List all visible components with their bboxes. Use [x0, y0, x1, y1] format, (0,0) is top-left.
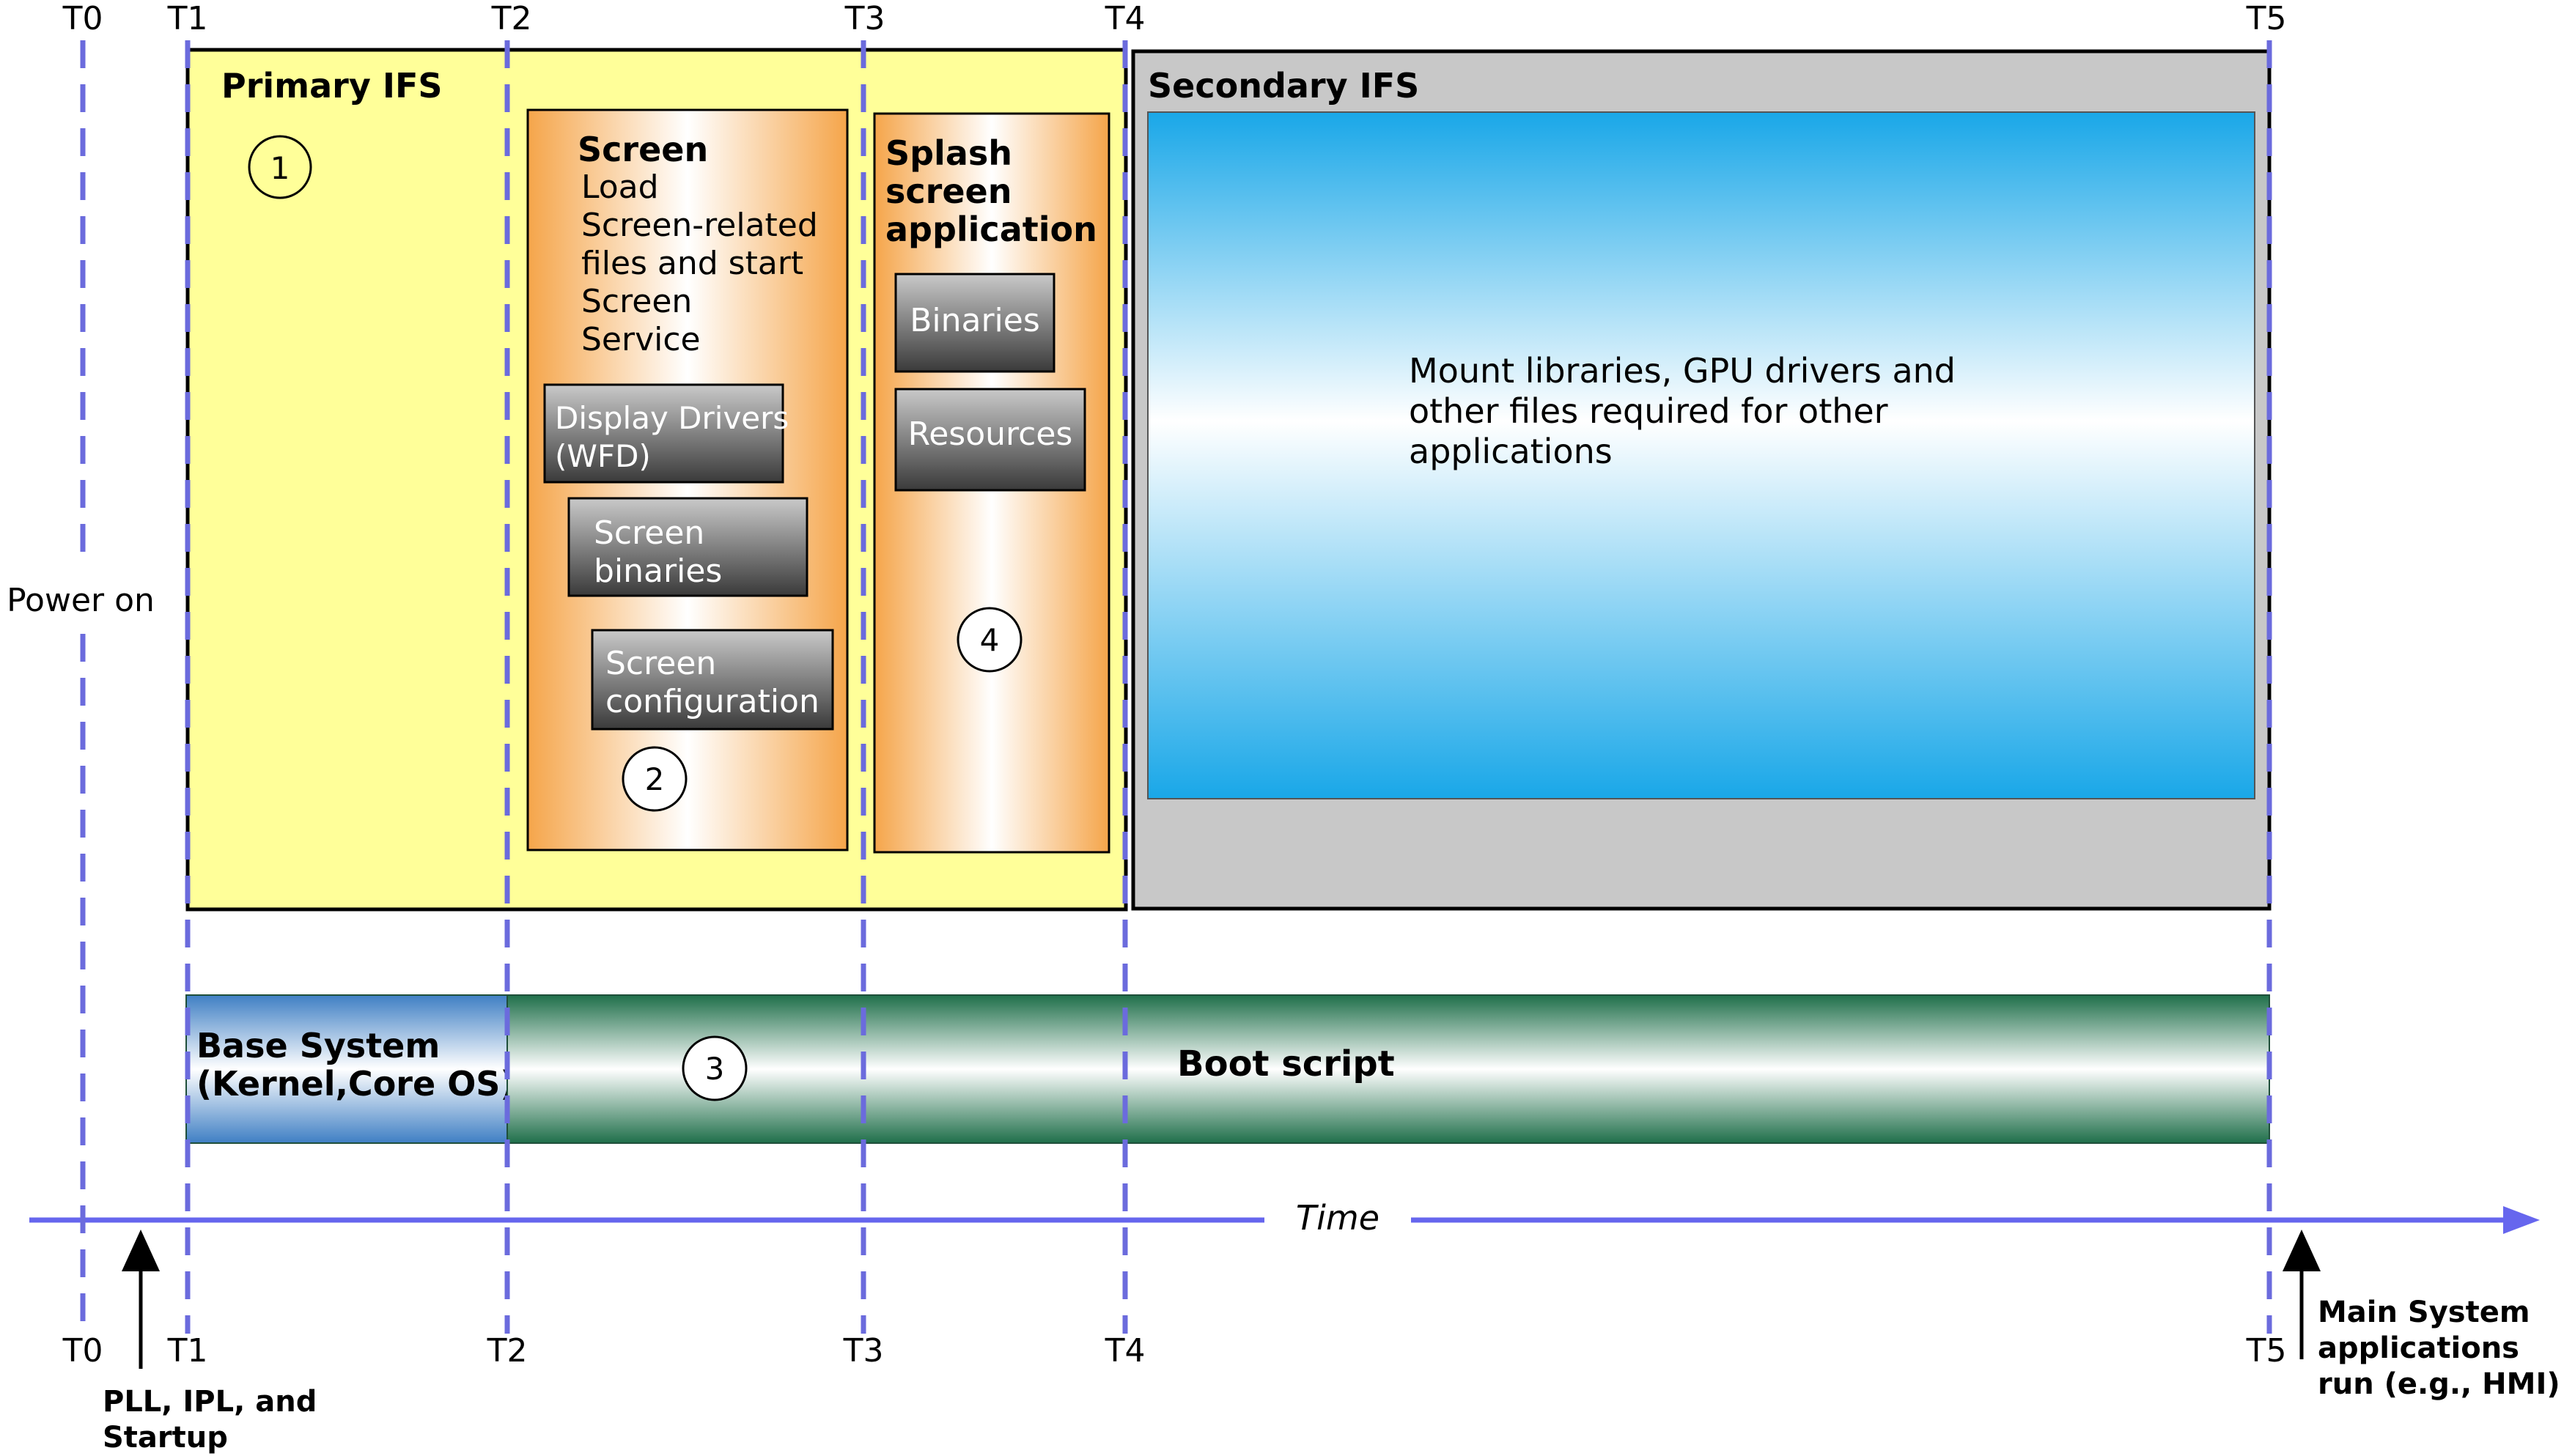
- time-label-t4-bottom: T4: [1105, 1332, 1146, 1370]
- secondary-desc-line: Mount libraries, GPU drivers and: [1409, 351, 1956, 391]
- step-3-circle: [682, 1035, 748, 1101]
- power-on-label: Power on: [7, 582, 155, 619]
- splash-binaries-box: [894, 273, 1056, 373]
- screen-desc-line: Service: [581, 321, 701, 358]
- step-2-label: 2: [645, 761, 665, 797]
- main-arrow-head: [2283, 1230, 2321, 1271]
- time-label-t1-top: T1: [167, 0, 208, 37]
- main-system-note: Main System applications run (e.g., HMI): [2318, 1296, 2560, 1401]
- pll-note-line: Startup: [103, 1421, 228, 1455]
- pll-arrow-head: [122, 1230, 160, 1271]
- step-4-label: 4: [980, 622, 1000, 658]
- secondary-content-panel: [1147, 111, 2255, 799]
- pll-note: PLL, IPL, and Startup: [103, 1385, 327, 1455]
- boot-script-bar: [506, 994, 2270, 1144]
- step-1-label: 1: [270, 150, 290, 186]
- screen-description: Load Screen-related files and start Scre…: [581, 169, 828, 358]
- time-label-t1-bottom: T1: [167, 1332, 208, 1370]
- time-label-t2-bottom: T2: [487, 1332, 528, 1370]
- splash-title-line: Splash: [885, 133, 1012, 173]
- base-system-line: Base System: [196, 1026, 440, 1065]
- step-2-circle: [622, 746, 688, 812]
- time-axis-arrowhead: [2503, 1206, 2540, 1234]
- splash-title-line: application: [885, 210, 1097, 249]
- screen-binaries-line: Screen: [594, 514, 704, 552]
- screen-binaries-label: Screen binaries: [594, 514, 722, 590]
- step-1-circle: [248, 135, 312, 199]
- screen-configuration-box: [591, 629, 834, 731]
- screen-configuration-line: configuration: [605, 683, 819, 720]
- main-note-line: applications: [2318, 1331, 2519, 1365]
- screen-configuration-label: Screen configuration: [605, 645, 819, 720]
- screen-binaries-line: binaries: [594, 553, 722, 590]
- main-note-line: Main System: [2318, 1296, 2530, 1329]
- main-note-line: run (e.g., HMI): [2318, 1367, 2560, 1401]
- screen-desc-line: Screen: [581, 283, 692, 320]
- display-drivers-box: [543, 383, 784, 484]
- time-label-t2-top: T2: [491, 0, 532, 37]
- screen-binaries-box: [567, 497, 808, 597]
- base-system-label: Base System (Kernel,Core OS): [196, 1026, 515, 1104]
- secondary-ifs-title: Secondary IFS: [1148, 66, 1419, 106]
- pll-note-line: PLL, IPL, and: [103, 1385, 317, 1419]
- step-4-circle: [957, 607, 1023, 673]
- base-system-line: (Kernel,Core OS): [196, 1064, 515, 1104]
- screen-desc-line: Load: [581, 169, 659, 206]
- time-axis-label: Time: [1296, 1198, 1379, 1238]
- time-label-t4-top: T4: [1105, 0, 1146, 37]
- base-system-bar: [185, 994, 508, 1144]
- secondary-description: Mount libraries, GPU drivers and other f…: [1409, 351, 1967, 471]
- splash-resources-label: Resources: [908, 415, 1073, 453]
- boot-script-label: Boot script: [1177, 1043, 1395, 1084]
- time-label-t0-bottom: T0: [62, 1332, 103, 1370]
- time-label-t3-top: T3: [844, 0, 885, 37]
- splash-resources-box: [894, 388, 1086, 492]
- secondary-desc-line: applications: [1409, 432, 1613, 471]
- screen-configuration-line: Screen: [605, 645, 716, 682]
- time-label-t5-top: T5: [2246, 0, 2287, 37]
- display-drivers-line: Display Drivers: [555, 400, 789, 436]
- splash-title: Splash screen application: [885, 133, 1097, 249]
- time-label-t5-bottom: T5: [2246, 1332, 2287, 1370]
- screen-desc-line: files and start: [581, 245, 803, 282]
- splash-binaries-label: Binaries: [910, 302, 1040, 339]
- time-label-t3-bottom: T3: [843, 1332, 884, 1370]
- display-drivers-label: Display Drivers (WFD): [555, 400, 799, 474]
- primary-ifs-title: Primary IFS: [221, 66, 443, 106]
- screen-desc-line: Screen-related: [581, 207, 818, 244]
- secondary-desc-line: other files required for other: [1409, 391, 1888, 431]
- time-markers: [80, 40, 2272, 1334]
- time-label-t0-top: T0: [62, 0, 103, 37]
- step-3-label: 3: [705, 1051, 725, 1087]
- splash-title-line: screen: [885, 171, 1012, 211]
- display-drivers-line: (WFD): [555, 438, 651, 474]
- screen-title: Screen: [578, 130, 708, 169]
